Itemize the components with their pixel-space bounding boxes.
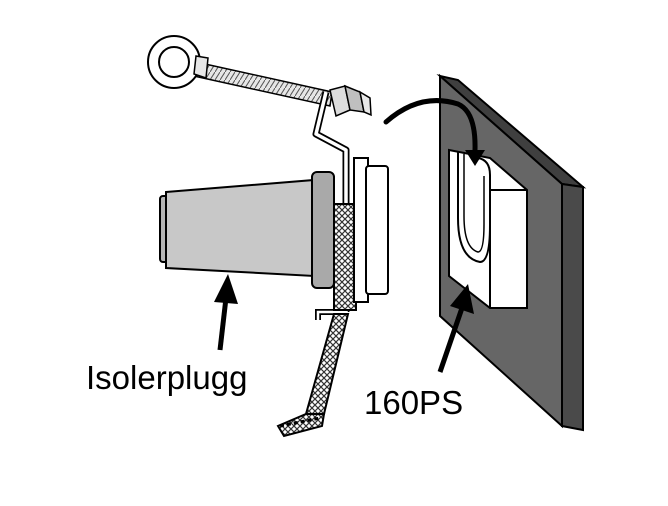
plug-pointer-arrow bbox=[214, 274, 238, 351]
bracket-slot bbox=[457, 152, 491, 264]
plug-flange bbox=[311, 171, 335, 289]
washer-back bbox=[365, 165, 389, 295]
mesh-tail bbox=[276, 313, 350, 438]
bolt-shaft bbox=[193, 61, 333, 107]
plug-mesh bbox=[333, 203, 357, 311]
label-160ps: 160PS bbox=[364, 384, 463, 421]
bracket-160ps bbox=[448, 148, 528, 309]
label-isolerplugg: Isolerplugg bbox=[86, 359, 247, 396]
wall-plate-side bbox=[561, 182, 584, 432]
curved-arrow bbox=[383, 98, 485, 166]
insulator-plug bbox=[159, 157, 389, 311]
eye-bolt bbox=[147, 35, 372, 118]
bracket-pointer-arrow bbox=[437, 284, 474, 373]
plug-body bbox=[165, 178, 315, 278]
